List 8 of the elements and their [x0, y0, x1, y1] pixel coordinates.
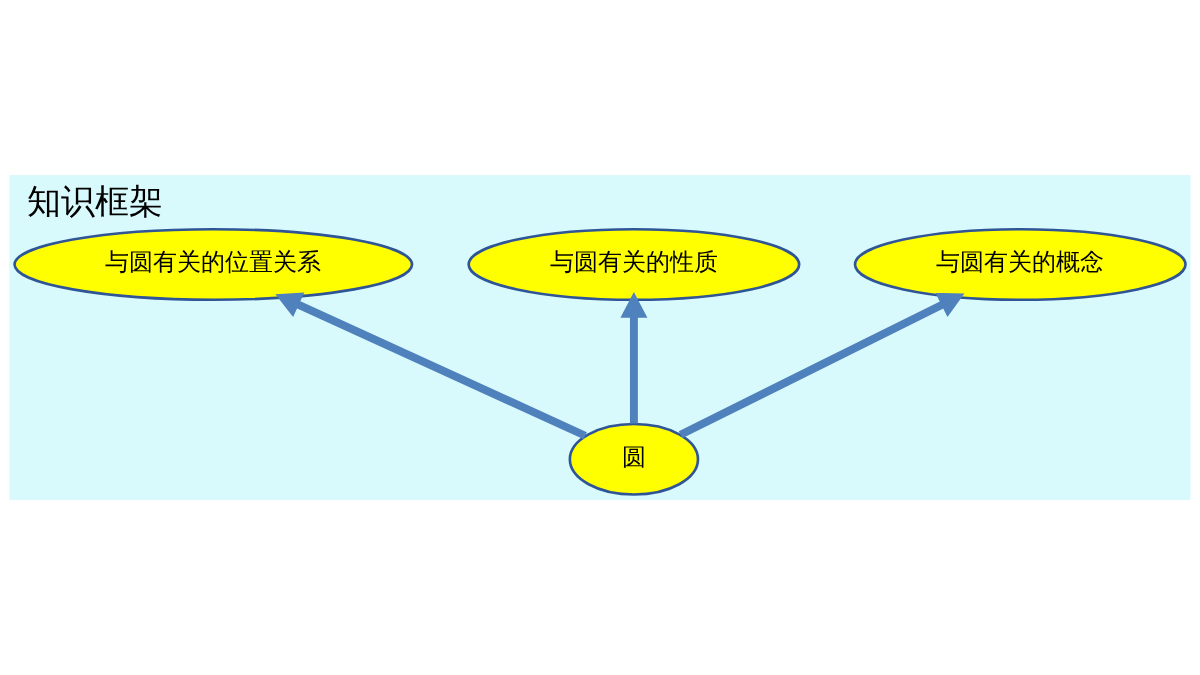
arrow: [678, 292, 965, 439]
node-ellipse: 与圆有关的性质: [467, 227, 801, 302]
arrow: [275, 292, 587, 440]
arrow: [620, 292, 648, 424]
diagram-title: 知识框架: [27, 180, 164, 221]
node-ellipse: 与圆有关的概念: [853, 227, 1187, 302]
node-ellipse: 圆: [568, 422, 700, 496]
node-ellipse: 与圆有关的位置关系: [13, 227, 414, 302]
